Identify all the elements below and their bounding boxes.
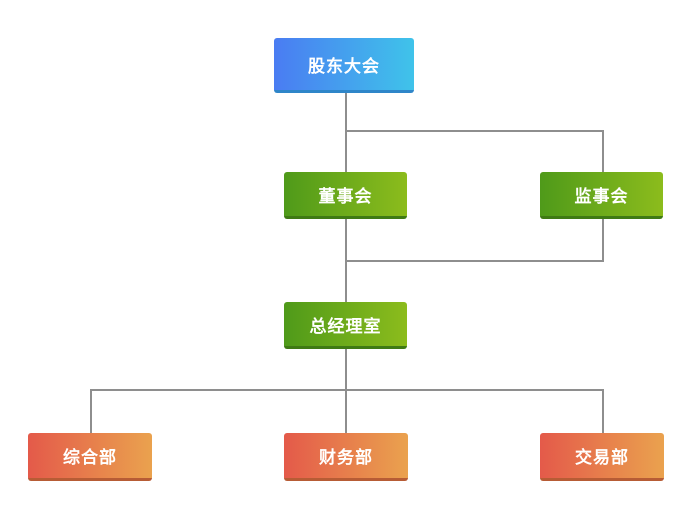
node-general-manager-office: 总经理室: [284, 302, 407, 349]
node-label: 监事会: [574, 186, 629, 207]
node-label: 董事会: [318, 186, 373, 207]
node-trading-department: 交易部: [540, 433, 664, 481]
node-shareholders-meeting: 股东大会: [274, 38, 414, 93]
node-board-of-directors: 董事会: [284, 172, 407, 219]
node-label: 综合部: [63, 448, 117, 468]
node-label: 交易部: [575, 448, 629, 468]
node-label: 总经理室: [309, 316, 382, 337]
node-supervisory-board: 监事会: [540, 172, 663, 219]
node-finance-department: 财务部: [284, 433, 408, 481]
node-general-department: 综合部: [28, 433, 152, 481]
node-label: 财务部: [319, 448, 373, 468]
node-label: 股东大会: [308, 56, 380, 77]
